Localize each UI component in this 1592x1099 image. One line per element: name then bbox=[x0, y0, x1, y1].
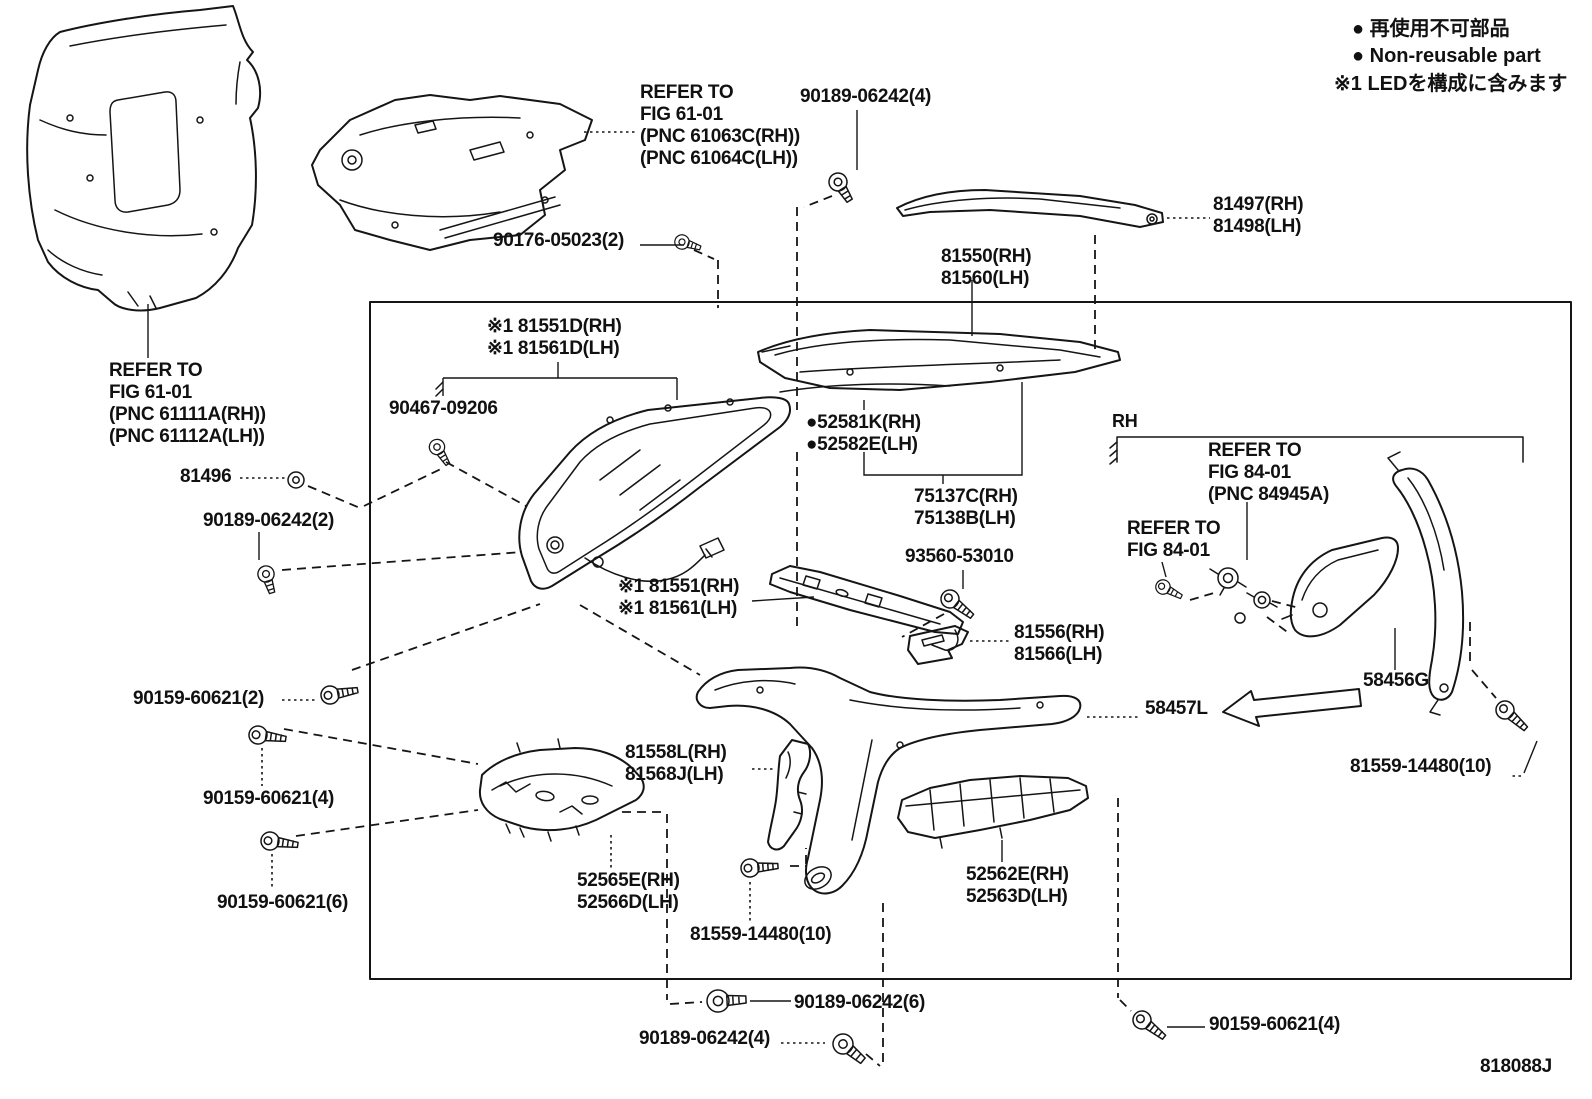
grommet-81496-icon bbox=[240, 467, 444, 509]
bracket-81556-drawing bbox=[907, 625, 1010, 665]
part-81497-label: 81497(RH) 81498(LH) bbox=[1213, 194, 1304, 237]
clip-90189-6-label: 90189-06242(6) bbox=[794, 992, 926, 1013]
bulb-socket-icons bbox=[1155, 502, 1300, 635]
bolt-90189-4-top-label: 90189-06242(4) bbox=[800, 86, 932, 107]
bracket-52565-drawing bbox=[478, 738, 703, 1005]
refer-fig84-label: REFER TO FIG 84-01 bbox=[1127, 518, 1221, 561]
tail-lamp-drawing bbox=[435, 362, 791, 676]
direction-arrow bbox=[1222, 688, 1362, 727]
legend-led-note: ※1 LEDを構成に含みます bbox=[1334, 73, 1568, 95]
screw-icon-81559-right bbox=[1495, 700, 1538, 777]
screw-90159-2-label: 90159-60621(2) bbox=[133, 688, 265, 709]
screw-93560-label: 93560-53010 bbox=[905, 546, 1014, 567]
screw-icon-90159-4-left bbox=[248, 725, 479, 786]
screw-81559-bottom-label: 81559-14480(10) bbox=[690, 924, 832, 945]
bracket-81558-drawing bbox=[752, 739, 812, 851]
part-58456g-label: 58456G bbox=[1363, 670, 1429, 691]
screw-icon-90159-4-bottom bbox=[1132, 1010, 1205, 1040]
rh-marker-label: RH bbox=[1112, 411, 1138, 431]
refer-fig61-top-label: REFER TO FIG 61-01 (PNC 61063C(RH)) (PNC… bbox=[640, 82, 800, 169]
part-81556-label: 81556(RH) 81566(LH) bbox=[1014, 622, 1105, 665]
clip-icon-90189-4-bottom bbox=[781, 1033, 881, 1067]
clip-90189-2-label: 90189-06242(2) bbox=[203, 510, 335, 531]
legend-nonreusable-en: ● Non-reusable part bbox=[1352, 45, 1541, 67]
screw-icon-90159-6 bbox=[260, 809, 479, 890]
grommet-81496-label: 81496 bbox=[180, 466, 232, 487]
push-clip-icon bbox=[796, 110, 858, 628]
legend-nonreusable-ja: ● 再使用不可部品 bbox=[1352, 18, 1510, 40]
screw-90176-label: 90176-05023(2) bbox=[493, 230, 625, 251]
clip-icon-90467 bbox=[428, 438, 527, 507]
part-75137c-label: 75137C(RH) 75138B(LH) bbox=[914, 486, 1018, 529]
screw-icon-81559-bottom bbox=[740, 848, 807, 922]
screw-90159-6-label: 90159-60621(6) bbox=[217, 892, 349, 913]
clip-90189-4-bottom-label: 90189-06242(4) bbox=[639, 1028, 771, 1049]
part-58457l-label: 58457L bbox=[1145, 698, 1208, 719]
lamp-cover-strip-drawing bbox=[757, 280, 1121, 484]
screw-81559-right-label: 81559-14480(10) bbox=[1350, 756, 1492, 777]
part-81550-label: 81550(RH) 81560(LH) bbox=[941, 246, 1032, 289]
side-lamp-58456-drawing bbox=[1281, 451, 1497, 716]
clip-icon-90189-6 bbox=[706, 989, 791, 1013]
clip-90467-label: 90467-09206 bbox=[389, 398, 498, 419]
cover-58457-drawing bbox=[695, 666, 1140, 895]
screw-icon-93560 bbox=[901, 570, 975, 638]
screw-90159-4-left-label: 90159-60621(4) bbox=[203, 788, 335, 809]
part-81551-label: ※1 81551(RH) ※1 81561(LH) bbox=[618, 576, 740, 619]
part-81558l-label: 81558L(RH) 81568J(LH) bbox=[625, 742, 727, 785]
screw-icon-90159-2 bbox=[282, 603, 541, 705]
refer-fig84-pnc-label: REFER TO FIG 84-01 (PNC 84945A) bbox=[1208, 440, 1330, 505]
part-52581k-label: ●52581K(RH) ●52582E(LH) bbox=[806, 412, 921, 455]
quarter-panel-drawing bbox=[26, 5, 262, 358]
screw-90159-4-bottom-label: 90159-60621(4) bbox=[1209, 1014, 1341, 1035]
parts-group-box bbox=[369, 301, 1572, 980]
bracket-52562-drawing bbox=[882, 775, 1132, 1062]
part-52562e-label: 52562E(RH) 52563D(LH) bbox=[966, 864, 1069, 907]
retainer-81497-drawing bbox=[896, 189, 1210, 352]
part-81551d-label: ※1 81551D(RH) ※1 81561D(LH) bbox=[487, 316, 622, 359]
refer-fig61-left-label: REFER TO FIG 61-01 (PNC 61111A(RH)) (PNC… bbox=[109, 360, 266, 447]
rh-section-bracket bbox=[1109, 436, 1524, 465]
part-52565e-label: 52565E(RH) 52566D(LH) bbox=[577, 870, 680, 913]
clip-icon-90189-2 bbox=[257, 532, 523, 595]
screw-icon-90176 bbox=[640, 234, 719, 308]
diagram-code: 818088J bbox=[1480, 1056, 1552, 1077]
gusset-panel-drawing bbox=[311, 94, 637, 251]
